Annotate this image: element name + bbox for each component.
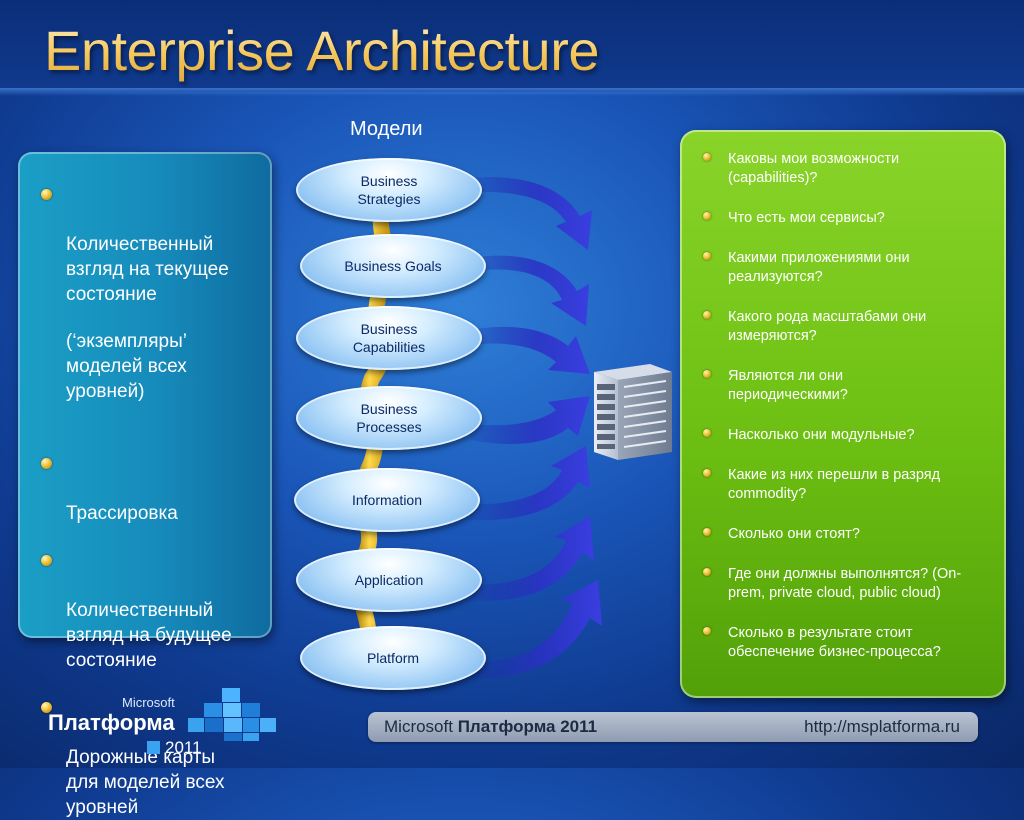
logo-year: 2011 bbox=[165, 738, 202, 757]
bullet-dot-icon bbox=[703, 252, 711, 260]
question-item: Где они должны выполнятся? (On- prem, pr… bbox=[698, 565, 992, 603]
question-text: Какие из них перешли в разряд commodity? bbox=[728, 467, 941, 502]
left-bullet-text: Количественный взгляд на будущее состоян… bbox=[66, 600, 232, 671]
bullet-dot-icon bbox=[703, 311, 711, 319]
left-bullet-item: Количественный взгляд на будущее состоян… bbox=[38, 548, 258, 673]
question-text: Какого рода масштабами они измеряются? bbox=[728, 309, 927, 344]
question-item: Сколько они стоят? bbox=[698, 525, 992, 544]
bullet-dot-icon bbox=[41, 702, 52, 713]
arrow-icon bbox=[470, 446, 590, 521]
model-business-strategies[interactable]: Business Strategies bbox=[296, 158, 482, 222]
left-bullet-subtext: (‘экземпляры’ моделей всех уровней) bbox=[66, 331, 188, 402]
question-item: Какого рода масштабами они измеряются? bbox=[698, 308, 992, 346]
bullet-dot-icon bbox=[41, 555, 52, 566]
left-panel: Количественный взгляд на текущее состоян… bbox=[18, 152, 272, 818]
server-icon bbox=[594, 364, 672, 460]
logo-square-icon bbox=[147, 741, 160, 754]
question-list: Каковы мои возможности (capabilities)? Ч… bbox=[698, 150, 992, 662]
arrow-icon bbox=[470, 516, 594, 601]
arrow-group bbox=[470, 177, 602, 679]
question-text: Что есть мои сервисы? bbox=[728, 210, 885, 226]
question-text: Где они должны выполнятся? (On- prem, pr… bbox=[728, 566, 962, 601]
bullet-dot-icon bbox=[703, 568, 711, 576]
title-band-glow bbox=[0, 88, 1024, 96]
question-item: Какими приложениями они реализуются? bbox=[698, 249, 992, 287]
question-text: Каковы мои возможности (capabilities)? bbox=[728, 151, 900, 186]
bullet-dot-icon bbox=[703, 429, 711, 437]
bullet-dot-icon bbox=[703, 212, 711, 220]
logo-microsoft: Microsoft bbox=[122, 695, 175, 710]
question-text: Насколько они модульные? bbox=[728, 427, 915, 443]
question-text: Сколько в результате стоит обеспечение б… bbox=[728, 625, 941, 660]
model-business-goals[interactable]: Business Goals bbox=[300, 234, 486, 298]
footer-brand-prefix: Microsoft bbox=[384, 717, 453, 736]
question-text: Сколько они стоят? bbox=[728, 526, 860, 542]
left-bullet-item: Трассировка bbox=[38, 451, 258, 526]
model-application[interactable]: Application bbox=[296, 548, 482, 612]
question-item: Являются ли они периодическими? bbox=[698, 367, 992, 405]
bullet-dot-icon bbox=[703, 370, 711, 378]
bullet-dot-icon bbox=[41, 189, 52, 200]
model-platform[interactable]: Platform bbox=[300, 626, 486, 690]
bullet-dot-icon bbox=[703, 528, 711, 536]
left-bullet-text: Трассировка bbox=[66, 503, 178, 524]
question-item: Сколько в результате стоит обеспечение б… bbox=[698, 624, 992, 662]
left-bullet-item: Количественный взгляд на текущее состоян… bbox=[38, 182, 258, 429]
arrow-icon bbox=[470, 177, 592, 250]
model-business-capabilities[interactable]: Business Capabilities bbox=[296, 306, 482, 370]
left-bullet-text: Количественный взгляд на текущее состоян… bbox=[66, 234, 229, 305]
question-item: Что есть мои сервисы? bbox=[698, 209, 992, 228]
right-panel: Каковы мои возможности (capabilities)? Ч… bbox=[680, 130, 1006, 698]
models-label: Модели bbox=[350, 118, 423, 140]
bullet-dot-icon bbox=[703, 153, 711, 161]
bullet-dot-icon bbox=[41, 458, 52, 469]
footer-url-link[interactable]: http://msplatforma.ru bbox=[804, 717, 960, 736]
question-item: Каковы мои возможности (capabilities)? bbox=[698, 150, 992, 188]
logo-blocks-icon bbox=[188, 688, 276, 741]
arrow-icon bbox=[470, 255, 589, 326]
model-information[interactable]: Information bbox=[294, 468, 480, 532]
arrow-icon bbox=[470, 396, 590, 444]
title-band bbox=[0, 0, 1024, 92]
logo-name: Платформа bbox=[48, 710, 175, 735]
footer-brand: Microsoft Платформа 2011 bbox=[384, 717, 597, 737]
footer-brand-bold: Платформа 2011 bbox=[457, 717, 598, 736]
footer-bar: Microsoft Платформа 2011 http://msplatfo… bbox=[368, 712, 978, 742]
question-text: Какими приложениями они реализуются? bbox=[728, 250, 910, 285]
bullet-dot-icon bbox=[703, 627, 711, 635]
arrow-icon bbox=[470, 326, 590, 374]
question-text: Являются ли они периодическими? bbox=[728, 368, 848, 403]
arrow-icon bbox=[470, 580, 602, 679]
bullet-dot-icon bbox=[703, 469, 711, 477]
question-item: Насколько они модульные? bbox=[698, 426, 992, 445]
model-business-processes[interactable]: Business Processes bbox=[296, 386, 482, 450]
page-title: Enterprise Architecture bbox=[44, 19, 599, 82]
question-item: Какие из них перешли в разряд commodity? bbox=[698, 466, 992, 504]
